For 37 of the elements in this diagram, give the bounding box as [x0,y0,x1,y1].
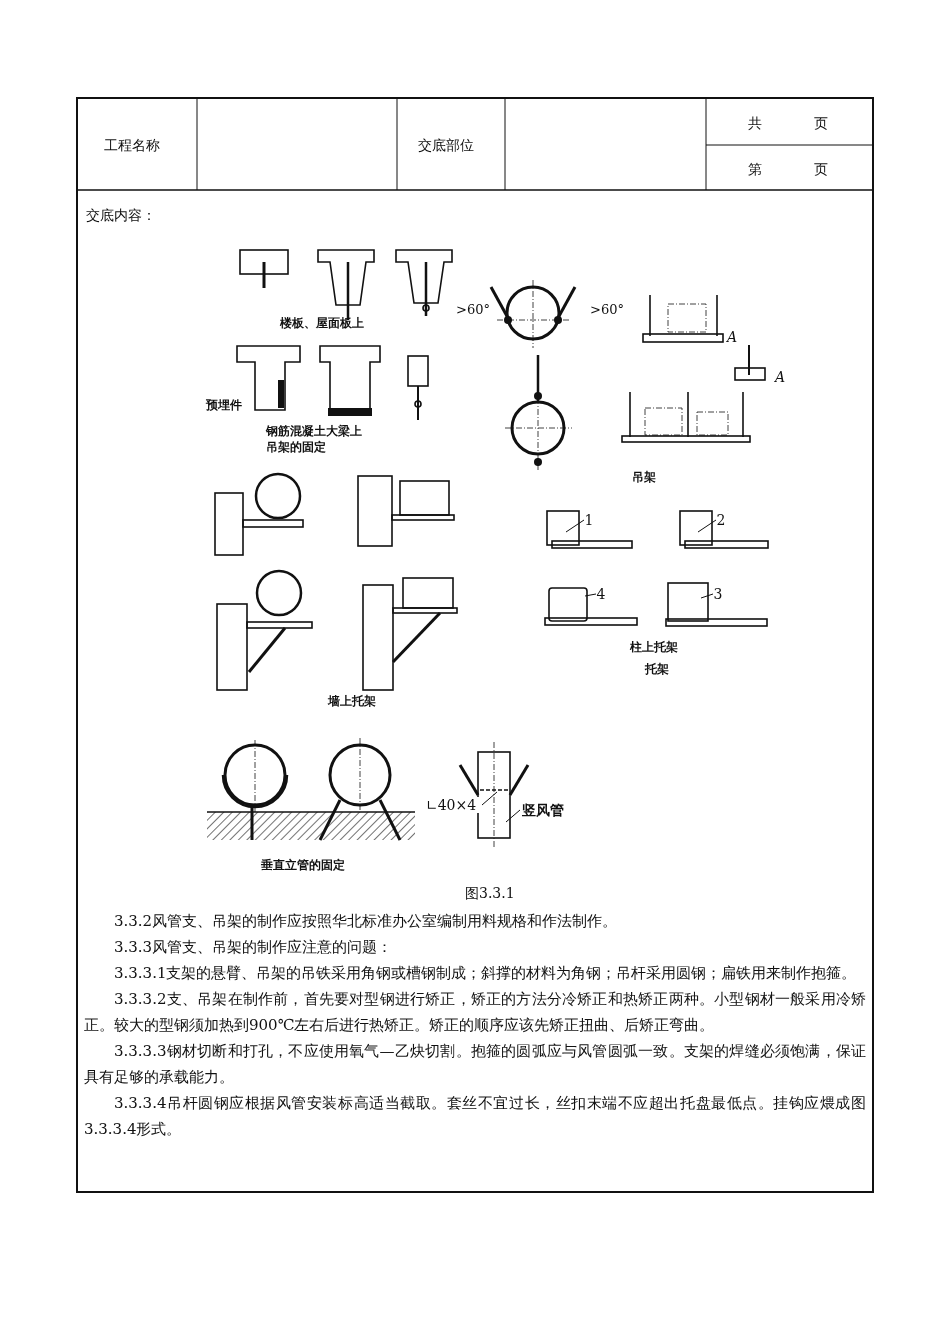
leader-line [565,519,585,533]
callout-label: 1 [584,512,594,528]
table-label: 工程名称 [104,136,160,155]
leader-line [505,809,521,823]
callout-label: 竖风管 [520,802,566,818]
figure-caption: 托架 [645,662,669,678]
figure-caption: 柱上托架 [630,640,678,656]
body-paragraph: 3.3.3.2支、吊架在制作前，首先要对型钢进行矫正，矫正的方法分冷矫正和热矫正两种。小型钢材一般采用冷矫正。较大的型钢须加热到900℃左右后进行热矫正。矫正的顺序应该先矫正扭曲、后矫正弯曲。 [84,989,866,1036]
leader-line [584,593,597,597]
body-paragraph: 3.3.3.3钢材切断和打孔，不应使用氧气—乙炔切割。抱箍的圆弧应与风管圆弧一致。支架的焊缝必须饱满，保证具有足够的承载能力。 [84,1041,866,1088]
leader-line [700,593,714,599]
table-label: 页 [814,114,828,133]
figure-caption: 楼板、屋面板上 [280,316,364,332]
body-paragraph: 3.3.3.1支架的悬臂、吊架的吊铁采用角钢或槽钢制成；斜撑的材料为角钢；吊杆采用圆钢；扁铁用来制作抱箍。 [113,963,858,984]
table-label: 交底部位 [418,136,474,155]
body-paragraph: 3.3.3风管支、吊架的制作应注意的问题： [113,937,394,958]
figure-caption: 预埋件 [206,398,242,414]
table-label: 第 [748,160,762,179]
angle-label: >60° [590,302,624,319]
table-label: 共 [748,114,762,133]
figure-caption: 吊架 [632,470,656,486]
section-marker: A [775,368,786,387]
table-label: 交底内容： [86,206,156,225]
leader-line [697,519,717,533]
angle-label: >60° [456,302,490,319]
body-paragraph: 3.3.3.4吊杆圆钢应根据风管安装标高适当截取。套丝不宜过长，丝扣末端不应超出托盘最低点。挂钩应煨成图3.3.3.4形式。 [84,1093,866,1140]
figure-caption: 钢筋混凝土大梁上吊架的固定 [266,424,362,456]
body-paragraph: 3.3.2风管支、吊架的制作应按照华北标准办公室编制用料规格和作法制作。 [113,911,619,932]
figure-number: 图3.3.1 [465,884,515,903]
table-label: 页 [814,160,828,179]
section-marker: A [727,328,738,347]
callout-label: 3 [713,586,723,602]
callout-label: 2 [716,512,726,528]
figure-caption: 墙上托架 [328,694,376,710]
callout-label: 4 [596,586,606,602]
leader-line [481,791,498,806]
figure-caption: 垂直立管的固定 [261,858,345,874]
